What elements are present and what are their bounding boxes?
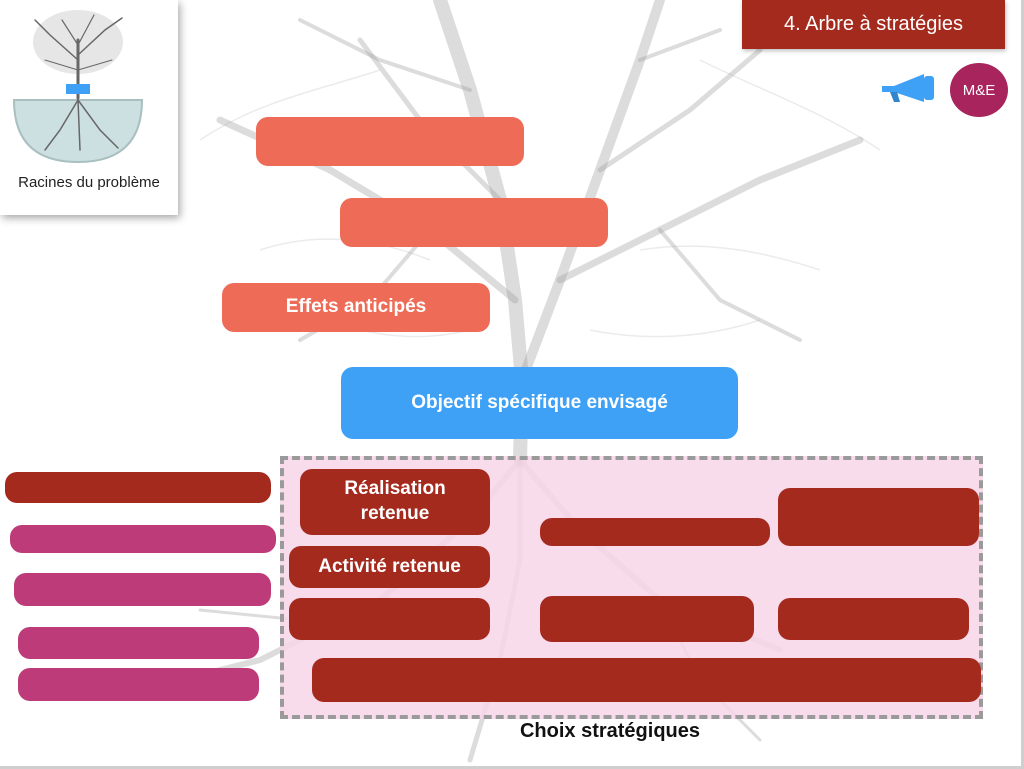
alternative-activity-box[interactable] [18, 627, 259, 659]
choice-box[interactable] [312, 658, 981, 702]
alternative-realisation-box[interactable] [5, 472, 271, 503]
specific-objective-box[interactable]: Objectif spécifique envisagé [341, 367, 738, 439]
tree-icon [0, 0, 178, 170]
megaphone-icon[interactable] [880, 72, 942, 106]
problem-roots-thumbnail[interactable]: Racines du problème [0, 0, 178, 215]
thumbnail-caption: Racines du problème [0, 174, 178, 191]
effect-box[interactable] [340, 198, 608, 247]
alternative-activity-box[interactable] [18, 668, 259, 701]
choice-box[interactable] [778, 598, 969, 640]
alternative-activity-box[interactable] [10, 525, 276, 553]
choice-box[interactable] [540, 518, 770, 546]
effect-box[interactable] [256, 117, 524, 166]
section-title-badge: 4. Arbre à stratégies [742, 0, 1005, 49]
choice-box[interactable] [289, 598, 490, 640]
activity-retained-box[interactable]: Activité retenue [289, 546, 490, 588]
me-badge[interactable]: M&E [950, 63, 1008, 117]
choice-box[interactable] [778, 488, 979, 546]
effects-anticipated-box[interactable]: Effets anticipés [222, 283, 490, 332]
choice-box[interactable] [540, 596, 754, 642]
realisation-retained-box[interactable]: Réalisation retenue [300, 469, 490, 535]
alternative-activity-box[interactable] [14, 573, 271, 606]
strategic-choices-label: Choix stratégiques [480, 720, 740, 743]
